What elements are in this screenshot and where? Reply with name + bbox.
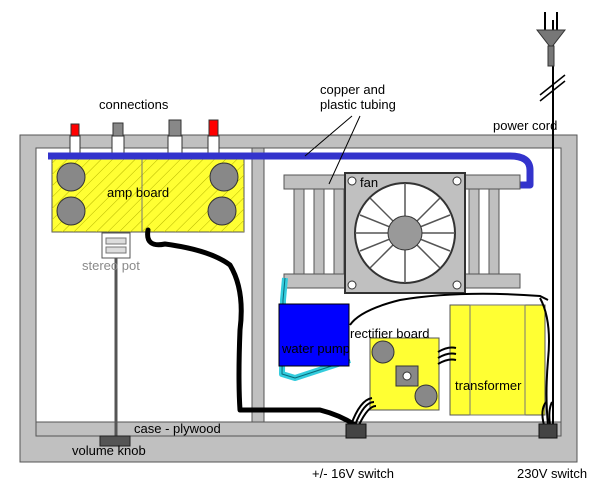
label-rectifier-board: rectifier board <box>350 326 430 341</box>
label-transformer: transformer <box>455 378 522 393</box>
rectifier-board <box>369 337 440 411</box>
connector-red-1 <box>70 123 80 137</box>
plastic-tubing <box>279 277 351 381</box>
wires <box>145 227 358 428</box>
label-16v-switch: +/- 16V switch <box>312 466 395 481</box>
switch-230v <box>538 423 558 439</box>
label-stereo-pot: stereo pot <box>82 258 140 273</box>
thin-wires <box>349 20 554 426</box>
divider-wall <box>251 147 265 423</box>
plywood-base <box>35 421 562 437</box>
label-230v-switch: 230V switch <box>517 466 588 481</box>
label-case-plywood: case - plywood <box>134 421 221 436</box>
label-amp-board: amp board <box>107 185 170 200</box>
amp-board <box>51 152 245 233</box>
label-volume-knob: volume knob <box>72 443 146 458</box>
knob-icon <box>99 435 131 447</box>
water-pump <box>278 303 350 367</box>
label-fan: fan <box>360 175 379 190</box>
connector-grey-1 <box>112 122 124 137</box>
label-power-cord: power cord <box>493 118 558 133</box>
connectors <box>69 119 220 159</box>
connector-grey-2 <box>168 119 182 137</box>
leader-lines <box>304 115 361 185</box>
stereo-pot <box>101 232 131 437</box>
transformer <box>449 304 546 416</box>
power-plug-icon <box>535 12 567 102</box>
fan-icon <box>344 172 466 294</box>
copper-tubing <box>48 152 534 189</box>
switch-16v <box>345 423 367 439</box>
label-water-pump: water pump <box>282 341 350 356</box>
label-connections: connections <box>99 97 169 112</box>
label-tubing: copper and plastic tubing <box>320 82 396 112</box>
connector-red-2 <box>208 119 219 137</box>
